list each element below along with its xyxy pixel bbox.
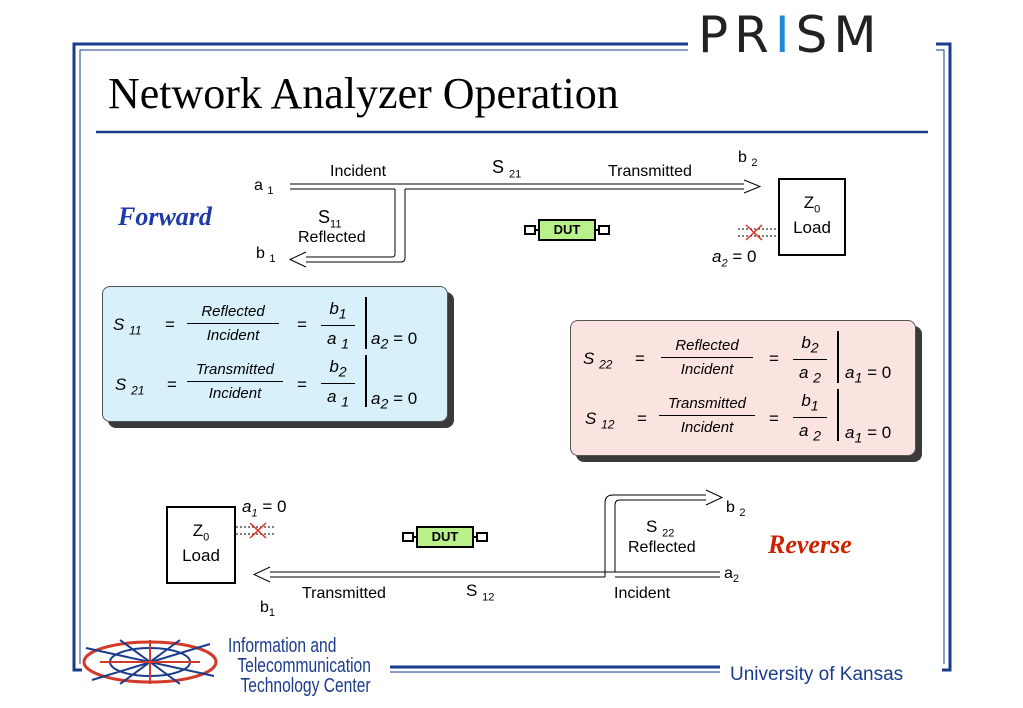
reverse-s22-label: S 22 xyxy=(646,517,675,540)
forward-incident-arrow xyxy=(290,179,762,194)
forward-a1-label: a 1 xyxy=(254,177,274,198)
forward-b2-label: b 2 xyxy=(738,149,758,170)
eq-s11: S 11 xyxy=(113,315,142,338)
dut-body: DUT xyxy=(416,526,474,548)
forward-load-z: Z0 xyxy=(803,193,821,216)
equals-sign: = xyxy=(635,349,645,368)
forward-load-box: Z0 Load xyxy=(778,178,846,256)
forward-b1-label: b 1 xyxy=(256,245,276,266)
itc-line-2: Telecommunication xyxy=(237,655,371,677)
condition-a1-zero: a1 = 0 xyxy=(845,423,892,447)
equals-sign: = xyxy=(297,315,307,334)
prism-logo: PRISM xyxy=(692,10,889,60)
forward-reflected-arrow xyxy=(288,189,406,268)
condition-a2-zero: a2 = 0 xyxy=(371,329,418,353)
eq-s12: S 12 xyxy=(585,409,615,432)
itc-line-3: Technology Center xyxy=(240,675,371,697)
reverse-b2-label: b 2 xyxy=(726,499,746,520)
forward-transmitted-label: Transmitted xyxy=(608,163,692,180)
eq-s22: S 22 xyxy=(583,349,613,372)
equals-sign: = xyxy=(165,315,175,334)
reverse-incident-arrow xyxy=(252,566,720,583)
reverse-incident-label: Incident xyxy=(614,585,671,602)
reverse-load-z: Z0 xyxy=(192,521,210,544)
university-footer: University of Kansas xyxy=(722,664,912,686)
itc-line-1: Information and xyxy=(228,635,337,657)
forward-dut: DUT xyxy=(524,219,612,241)
equals-sign: = xyxy=(297,375,307,394)
reverse-transmitted-label: Transmitted xyxy=(302,585,386,602)
forward-s21-label: S 21 xyxy=(492,157,522,181)
dut-body: DUT xyxy=(538,219,596,241)
reverse-reflected-label: Reflected xyxy=(628,539,696,556)
itc-emblem xyxy=(82,639,218,685)
equals-sign: = xyxy=(769,349,779,368)
condition-a2-zero: a2 = 0 xyxy=(371,389,418,413)
forward-load-label: Load xyxy=(793,218,831,238)
reverse-a1-condition: a1 = 0 xyxy=(242,497,287,520)
dut-terminal-right xyxy=(598,225,610,235)
dut-terminal-right xyxy=(476,532,488,542)
forward-a2-condition: a2 = 0 xyxy=(712,247,757,270)
equals-sign: = xyxy=(637,409,647,428)
reverse-label: Reverse xyxy=(768,530,852,559)
reverse-a2-label: a2 xyxy=(724,565,740,586)
condition-a1-zero: a1 = 0 xyxy=(845,363,892,387)
reverse-b1-label: b1 xyxy=(260,599,276,620)
page-title: Network Analyzer Operation xyxy=(108,69,619,118)
reverse-s12-label: S 12 xyxy=(466,581,495,604)
forward-termination-x xyxy=(738,224,778,241)
reverse-load-box: Z0 Load xyxy=(166,506,236,584)
reverse-termination-x xyxy=(236,522,276,539)
forward-reflected-label: Reflected xyxy=(298,229,366,246)
forward-s11-label: S11 xyxy=(318,207,342,231)
reverse-dut: DUT xyxy=(402,526,490,548)
reverse-reflected-arrow xyxy=(604,489,724,577)
reverse-load-label: Load xyxy=(182,546,220,566)
forward-incident-label: Incident xyxy=(330,163,387,180)
forward-label: Forward xyxy=(118,202,212,231)
eq-s21: S 21 xyxy=(115,375,145,398)
equals-sign: = xyxy=(167,375,177,394)
equals-sign: = xyxy=(769,409,779,428)
itc-logo-text: Information and Telecommunication Techno… xyxy=(228,636,371,696)
